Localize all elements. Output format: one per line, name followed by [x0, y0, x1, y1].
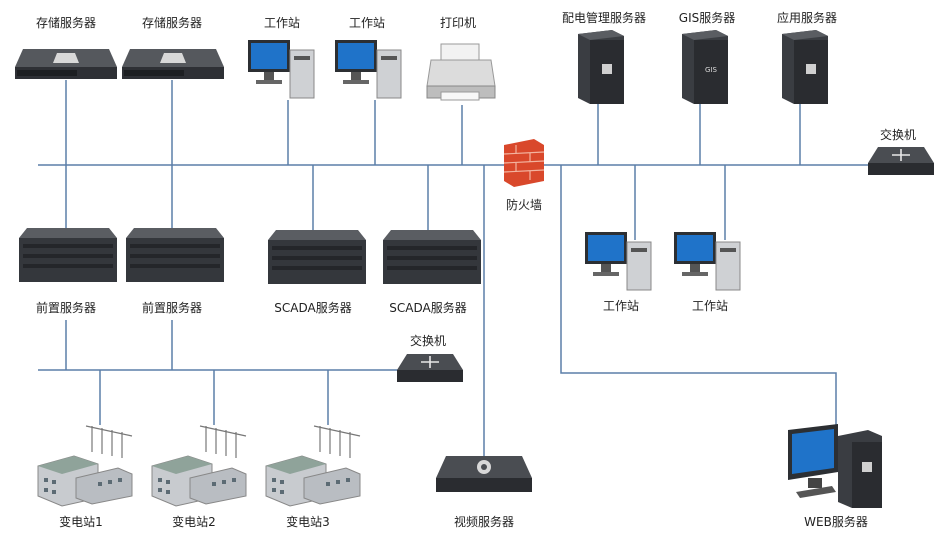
storage-server-1-icon [15, 49, 117, 79]
switch-main-icon [868, 147, 934, 175]
workstation-right-1-label: 工作站 [602, 299, 640, 313]
firewall-label: 防火墙 [505, 198, 543, 212]
workstation-right-2-label: 工作站 [691, 299, 729, 313]
printer-label: 打印机 [439, 16, 477, 30]
workstation-top-1-label: 工作站 [263, 16, 301, 30]
web-server-label: WEB服务器 [804, 515, 868, 529]
front-server-2-label: 前置服务器 [141, 301, 203, 315]
workstation-right-1-icon [585, 232, 652, 291]
front-server-1-label: 前置服务器 [35, 301, 97, 315]
substation-3-icon [265, 425, 361, 507]
substation-1-icon [37, 425, 133, 507]
storage-server-2-icon [122, 49, 224, 79]
substation-2-icon [151, 425, 247, 507]
switch-lower-icon [397, 354, 463, 382]
workstation-right-2-icon [674, 232, 741, 291]
distribution-mgmt-server-label: 配电管理服务器 [561, 11, 647, 25]
substation-3-label: 变电站3 [286, 515, 330, 529]
firewall-icon [503, 139, 545, 187]
web-server-icon [788, 424, 882, 508]
switch-lower-label: 交换机 [409, 334, 447, 348]
workstation-top-2-label: 工作站 [348, 16, 386, 30]
distribution-mgmt-server-icon [578, 30, 624, 104]
application-server-label: 应用服务器 [776, 11, 838, 25]
video-server-icon [436, 456, 532, 492]
storage-server-1-label: 存储服务器 [35, 16, 97, 30]
switch-main-label: 交换机 [879, 128, 917, 142]
video-server-label: 视频服务器 [453, 515, 515, 529]
front-server-2-icon [126, 228, 224, 282]
workstation-top-1-icon [248, 40, 315, 99]
workstation-top-2-icon [335, 40, 402, 99]
scada-server-1-label: SCADA服务器 [274, 301, 352, 315]
scada-server-2-label: SCADA服务器 [389, 301, 467, 315]
printer-icon [426, 43, 496, 101]
scada-server-1-icon [268, 230, 366, 284]
substation-1-label: 变电站1 [59, 515, 103, 529]
application-server-icon [782, 30, 828, 104]
substation-2-label: 变电站2 [172, 515, 216, 529]
scada-server-2-icon [383, 230, 481, 284]
storage-server-2-label: 存储服务器 [141, 16, 203, 30]
front-server-1-icon [19, 228, 117, 282]
gis-badge-text: GIS [705, 66, 717, 74]
gis-server-icon: GIS [682, 30, 728, 104]
gis-server-label: GIS服务器 [678, 11, 736, 25]
link-web-server [560, 165, 837, 425]
